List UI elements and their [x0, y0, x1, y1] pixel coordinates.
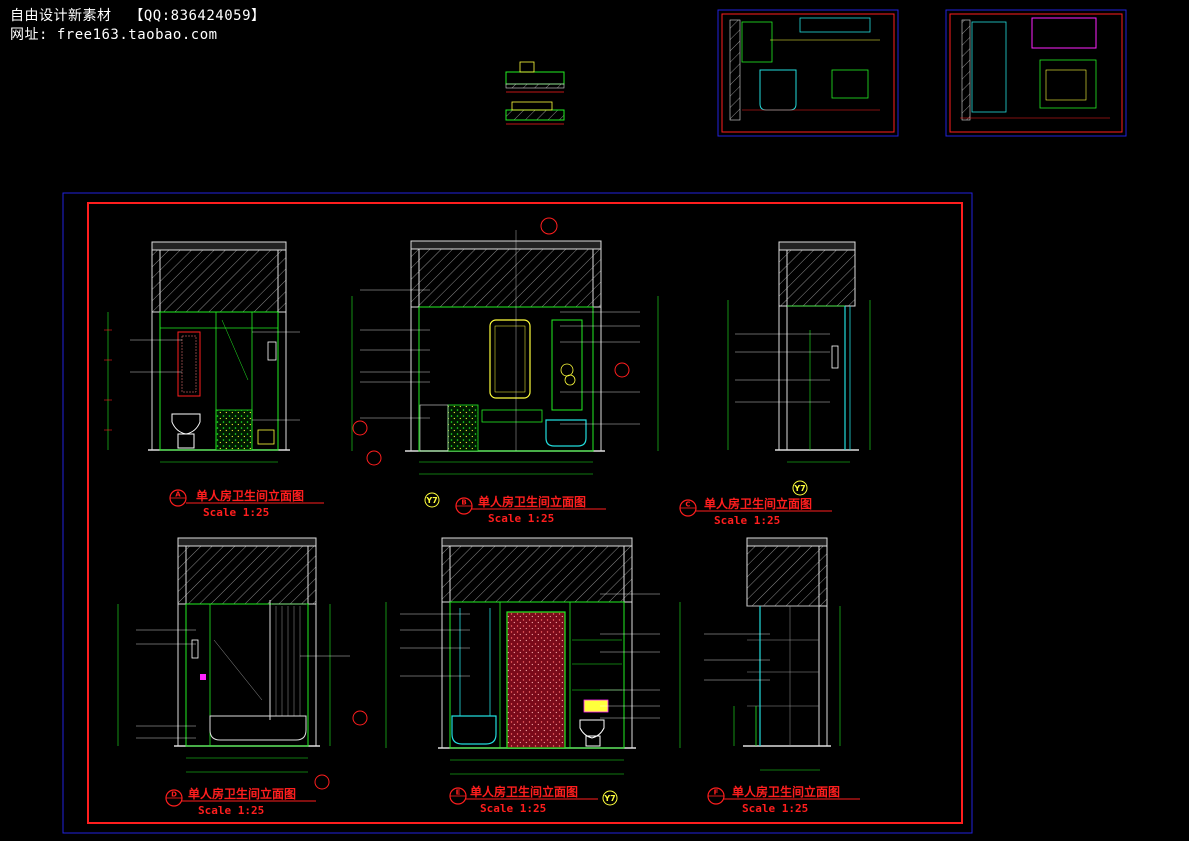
top-detail-sections: [505, 61, 565, 125]
elevation-title-block: F 单人房卫生间立面图 Scale 1:25: [707, 784, 860, 815]
revision-tag: Y7: [425, 496, 437, 505]
elevation-b[interactable]: [351, 217, 659, 475]
elevation-scale: Scale 1:25: [742, 802, 808, 815]
elevation-d[interactable]: [117, 537, 368, 790]
elevation-title: 单人房卫生间立面图: [478, 494, 586, 509]
elevation-scale: Scale 1:25: [203, 506, 269, 519]
revision-tag-icon: [792, 480, 808, 496]
elevation-title-block: A 单人房卫生间立面图 Scale 1:25: [169, 488, 324, 519]
revision-tag-icon: [424, 492, 440, 508]
elevation-scale: Scale 1:25: [488, 512, 554, 525]
elevation-title: 单人房卫生间立面图: [196, 488, 304, 503]
elevation-e[interactable]: [385, 537, 681, 775]
bathtub-icon: [545, 419, 587, 447]
revision-tag-icon: [602, 790, 618, 806]
elevation-title-block: B 单人房卫生间立面图 Scale 1:25 Y7: [424, 492, 606, 525]
main-sheet-inner-frame: [87, 202, 963, 824]
elevation-id: B: [461, 499, 466, 507]
main-sheet-outer-frame: [62, 192, 973, 834]
elevation-title: 单人房卫生间立面图: [704, 496, 812, 511]
elevation-id: C: [685, 501, 690, 509]
elevation-scale: Scale 1:25: [198, 804, 264, 817]
bathtub-icon: [451, 715, 497, 745]
elevation-title: 单人房卫生间立面图: [470, 784, 578, 799]
elevation-title: 单人房卫生间立面图: [732, 784, 840, 799]
watermark-line-1: 自由设计新素材 【QQ:836424059】: [10, 8, 266, 24]
elevation-title-block: E 单人房卫生间立面图 Scale 1:25 Y7: [449, 784, 618, 815]
elevation-title: 单人房卫生间立面图: [188, 786, 296, 801]
elevation-id: A: [175, 491, 181, 499]
elevation-f[interactable]: [704, 537, 841, 771]
thumbnail-sheet-1[interactable]: [717, 9, 899, 137]
elevation-id: F: [714, 789, 719, 797]
elevation-scale: Scale 1:25: [480, 802, 546, 815]
elevation-scale: Scale 1:25: [714, 514, 780, 527]
toilet-icon: [171, 413, 201, 449]
watermark-line-2: 网址: free163.taobao.com: [10, 27, 218, 43]
elevation-c[interactable]: [727, 241, 871, 463]
elevation-id: E: [456, 789, 461, 797]
elevation-title-block: D 单人房卫生间立面图 Scale 1:25: [165, 786, 316, 817]
elevation-id: D: [171, 791, 177, 799]
thumbnail-sheet-2[interactable]: [945, 9, 1127, 137]
elevation-a[interactable]: [104, 241, 300, 463]
toilet-icon: [579, 719, 605, 747]
revision-tag: Y7: [603, 794, 615, 803]
revision-tag: Y7: [793, 484, 805, 493]
elevation-title-block: C 单人房卫生间立面图 Scale 1:25 Y7: [679, 480, 832, 527]
